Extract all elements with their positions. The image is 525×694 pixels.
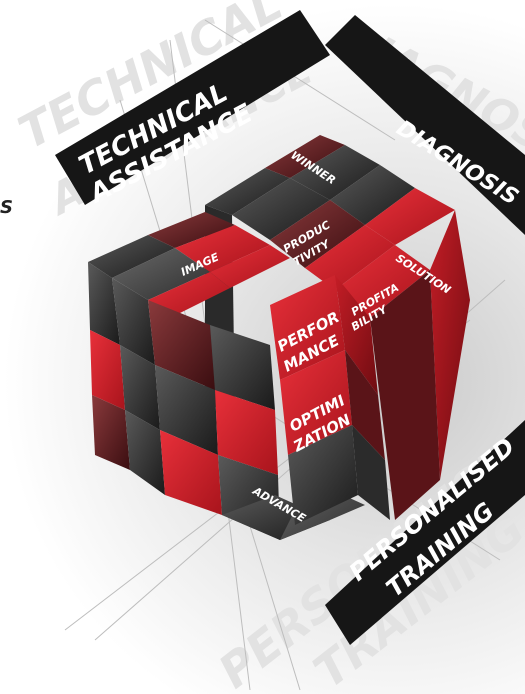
edge-letter: S (0, 197, 13, 218)
cube-back-block (205, 135, 470, 520)
cube-front-block (88, 212, 390, 540)
